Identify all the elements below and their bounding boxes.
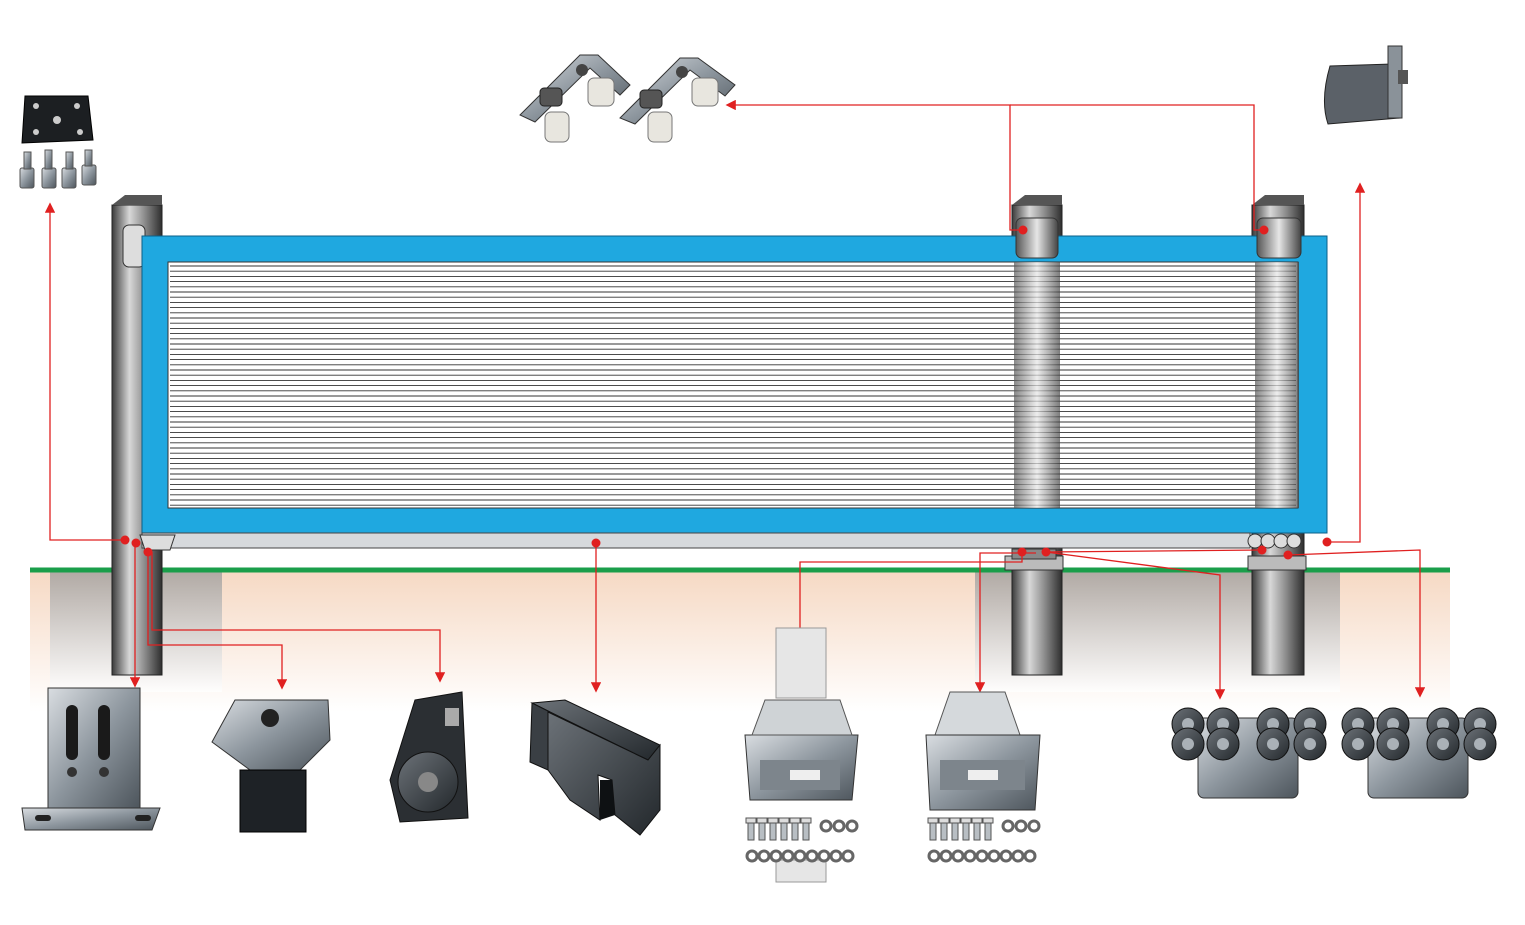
- top-guide-roller-icon-1[interactable]: [519, 54, 631, 143]
- gate-slats: [170, 265, 1296, 506]
- leader-top-guide-roller-1: [725, 99, 1023, 231]
- track-rail-icon[interactable]: [529, 699, 661, 836]
- roller-carriage-icon-1[interactable]: [1171, 707, 1327, 799]
- leader-carriage-mount: [974, 552, 1036, 693]
- bottom-catcher-bracket-icon[interactable]: [21, 687, 161, 831]
- mounting-hardware-icon: [927, 817, 1041, 863]
- leader-carriage-mount-with-post: [794, 552, 1023, 693]
- support-wheel-icon[interactable]: [389, 691, 469, 823]
- top-guide-roller-icon-2[interactable]: [619, 57, 736, 143]
- roller-carriage-icon-2[interactable]: [1341, 707, 1497, 799]
- ground: [30, 567, 1450, 712]
- bottom-rail: [141, 532, 1251, 549]
- gate-leaf: [141, 235, 1328, 549]
- carriage-mount-with-post-icon[interactable]: [744, 627, 859, 883]
- leader-roller-carriage-1: [1045, 551, 1226, 700]
- carriage-mount-icon[interactable]: [925, 691, 1041, 863]
- end-catcher-plate-icon[interactable]: [19, 95, 97, 189]
- leader-end-catcher-plate: [44, 202, 125, 541]
- leader-support-wheel: [151, 552, 446, 683]
- leader-dots: [120, 225, 1332, 560]
- top-catcher-icon[interactable]: [211, 699, 331, 833]
- leader-end-cap: [1327, 182, 1366, 543]
- leader-roller-carriage-2: [1287, 549, 1426, 698]
- leader-top-catcher: [147, 552, 288, 690]
- installed-carriages: [139, 533, 1307, 571]
- leader-lines: [44, 99, 1426, 700]
- gate-infill: [167, 261, 1299, 509]
- mounting-hardware-icon: [745, 817, 859, 863]
- end-cap-icon[interactable]: [1324, 45, 1408, 125]
